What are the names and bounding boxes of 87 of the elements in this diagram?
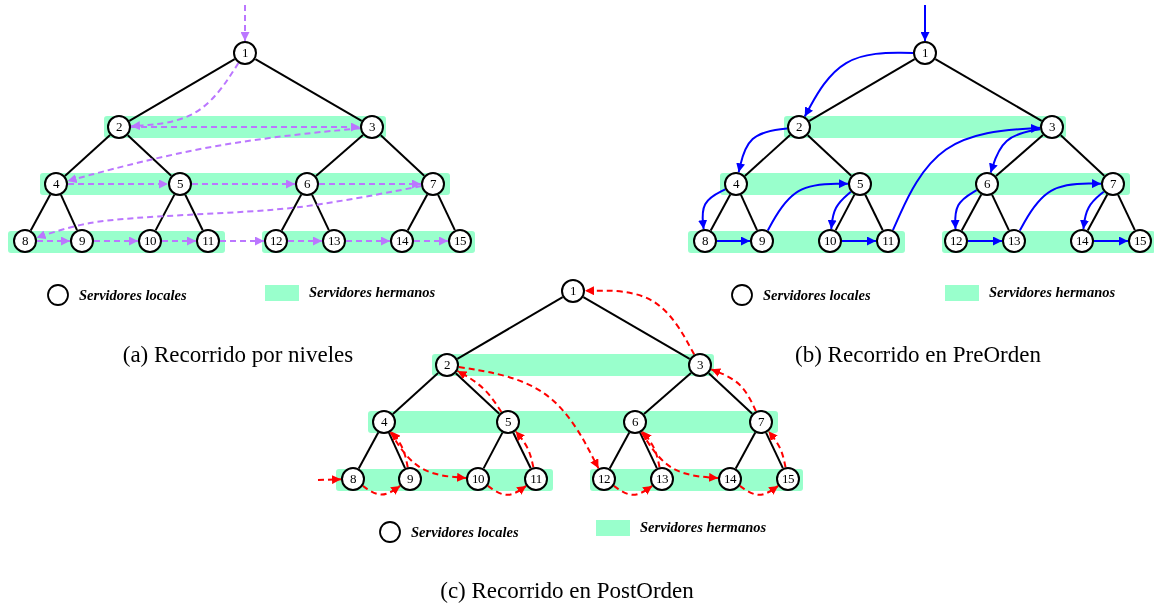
panel-caption: (c) Recorrido en PostOrden	[440, 578, 694, 604]
tree-link	[60, 193, 78, 232]
traversal-arrow	[36, 236, 71, 246]
tree-link	[437, 193, 456, 232]
traversal-arrow	[766, 179, 849, 232]
tree-link	[311, 193, 330, 232]
traversal-arrow	[66, 127, 362, 183]
tree-link	[743, 134, 792, 177]
panel-caption: (b) Recorrido en PreOrden	[795, 342, 1041, 368]
traversal-arrow	[920, 4, 930, 42]
tree-link	[608, 431, 631, 470]
tree-link	[582, 296, 691, 360]
traversal-arrow	[130, 122, 361, 132]
panel-caption: (a) Recorrido por niveles	[122, 342, 354, 368]
traversal-arrow	[191, 179, 296, 189]
traversal-arrow	[287, 236, 323, 246]
tree-link	[709, 193, 732, 232]
traversal-arrow	[161, 236, 197, 246]
tree-link	[734, 431, 757, 470]
tree-link	[1086, 193, 1109, 232]
traversal-arrow	[345, 236, 391, 246]
tree-link	[379, 134, 426, 177]
traversal-arrow	[389, 431, 468, 482]
traversal-arrow	[698, 188, 727, 231]
server-node: 1	[561, 279, 585, 303]
tree-link	[128, 58, 236, 122]
tree-link	[391, 372, 440, 415]
legend-text: Servidores hermanos	[640, 519, 767, 536]
traversal-arrow	[1018, 179, 1102, 232]
traversal-arrow	[413, 236, 449, 246]
traversal-arrow	[318, 179, 422, 189]
traversal-arrow	[841, 236, 877, 246]
traversal-arrow	[67, 179, 169, 189]
traversal-arrow	[891, 123, 1042, 232]
traversal-arrow	[457, 365, 600, 470]
traversal-arrow	[612, 484, 654, 496]
tree-link	[357, 431, 380, 470]
traversal-arrow	[989, 128, 1042, 174]
tree-link	[960, 193, 983, 232]
tree-link	[154, 193, 176, 232]
traversal-arrow	[35, 185, 423, 239]
traversal-arrow	[736, 127, 789, 174]
traversal-arrow	[584, 286, 696, 356]
traversal-arrow	[1093, 236, 1129, 246]
legend-text: Servidores locales	[79, 286, 187, 304]
tree-link	[456, 296, 564, 360]
traversal-arrow	[803, 51, 914, 118]
traversal-arrow	[827, 190, 852, 231]
traversal-arrow	[317, 475, 342, 485]
legend-text: Servidores hermanos	[309, 284, 436, 301]
traversal-arrow	[716, 236, 751, 246]
tree-link	[280, 193, 303, 232]
traversal-arrow	[486, 484, 528, 496]
traversal-arrow	[240, 4, 250, 42]
tree-link	[643, 371, 692, 416]
traversal-arrow	[219, 236, 265, 246]
legend-text: Servidores locales	[763, 286, 871, 304]
traversal-arrow	[1080, 190, 1105, 231]
traversal-arrow	[93, 236, 139, 246]
tree-link	[834, 193, 856, 232]
tree-link	[991, 193, 1010, 232]
tree-link	[806, 134, 853, 177]
tree-link	[184, 193, 204, 232]
tree-link	[126, 134, 173, 177]
tree-link	[864, 193, 884, 232]
tree-link	[482, 431, 504, 470]
tree-link	[406, 193, 429, 232]
tree-link	[934, 58, 1043, 122]
tree-link	[1117, 193, 1136, 232]
legend-text: Servidores hermanos	[989, 284, 1116, 301]
traversal-arrow	[129, 62, 240, 131]
traversal-arrow	[640, 431, 720, 482]
server-node: 1	[913, 41, 937, 65]
tree-link	[740, 193, 758, 232]
tree-link	[63, 134, 112, 177]
tree-link	[1059, 134, 1106, 177]
traversal-arrow	[950, 189, 978, 230]
tree-link	[995, 133, 1044, 178]
traversal-arrow	[361, 484, 402, 496]
server-node: 1	[233, 41, 257, 65]
tree-link	[315, 133, 364, 178]
traversal-arrow	[967, 236, 1003, 246]
traversal-arrow	[738, 484, 780, 496]
tree-link	[808, 58, 916, 122]
legend-text: Servidores locales	[411, 523, 519, 541]
tree-link	[254, 58, 363, 122]
tree-link	[29, 193, 52, 232]
